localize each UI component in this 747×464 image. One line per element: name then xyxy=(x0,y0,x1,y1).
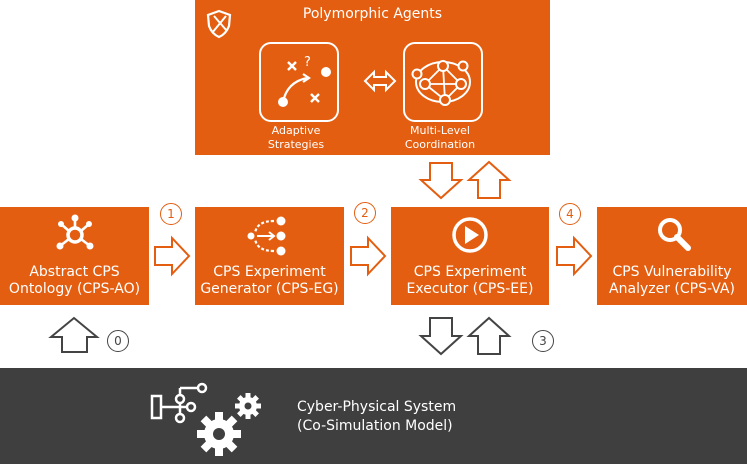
arrow-agents-up xyxy=(466,160,512,199)
step-1-badge: 1 xyxy=(160,203,182,225)
cps-va-box: CPS Vulnerability Analyzer (CPS-VA) xyxy=(597,207,747,305)
step-3-badge: 3 xyxy=(532,330,554,352)
cps-ee-title: CPS Experiment Executor (CPS-EE) xyxy=(406,264,534,297)
cps-eg-title: CPS Experiment Generator (CPS-EG) xyxy=(200,264,339,297)
arrow-cps-to-ao xyxy=(48,316,100,353)
arrow-eg-to-ee xyxy=(350,235,387,277)
magnifier-icon xyxy=(658,218,691,251)
arrow-ee-to-va xyxy=(556,235,593,277)
adaptive-strategies-label: Adaptive Strategies xyxy=(267,124,325,151)
shield-icon xyxy=(206,9,232,39)
swap-icon xyxy=(363,69,397,93)
svg-text:?: ? xyxy=(304,55,311,70)
polymorphic-agents-panel: Polymorphic Agents ? Adaptive Strategies… xyxy=(195,0,550,155)
cps-ao-title: Abstract CPS Ontology (CPS-AO) xyxy=(8,264,141,297)
cps-va-title: CPS Vulnerability Analyzer (CPS-VA) xyxy=(609,264,735,297)
cps-ao-box: Abstract CPS Ontology (CPS-AO) xyxy=(0,207,149,305)
strategy-icon: ? xyxy=(278,55,331,107)
arrow-agents-down xyxy=(418,162,464,200)
arrow-ao-to-eg xyxy=(154,235,191,277)
arrow-ee-to-cps xyxy=(418,317,464,356)
ontology-icon xyxy=(56,214,94,250)
step-4-badge: 4 xyxy=(559,203,581,225)
cps-eg-box: CPS Experiment Generator (CPS-EG) xyxy=(195,207,344,305)
system-icon xyxy=(150,382,208,424)
cps-label: Cyber-Physical System (Co-Simulation Mod… xyxy=(297,399,457,434)
step-2-badge: 2 xyxy=(354,202,376,224)
gears-icon xyxy=(197,393,261,456)
agents-title: Polymorphic Agents xyxy=(302,6,443,22)
network-icon xyxy=(411,60,471,106)
cyber-physical-system-bar: Cyber-Physical System (Co-Simulation Mod… xyxy=(0,368,747,464)
multi-level-coordination-label: Multi-Level Coordination xyxy=(404,124,476,151)
arrow-cps-to-ee xyxy=(466,316,512,355)
adaptive-strategies-card: ? xyxy=(259,42,339,122)
step-0-badge: 0 xyxy=(107,330,129,352)
multi-level-coordination-card xyxy=(403,42,483,122)
cps-ee-box: CPS Experiment Executor (CPS-EE) xyxy=(391,207,549,305)
generator-icon xyxy=(247,216,286,256)
play-icon xyxy=(452,217,488,253)
